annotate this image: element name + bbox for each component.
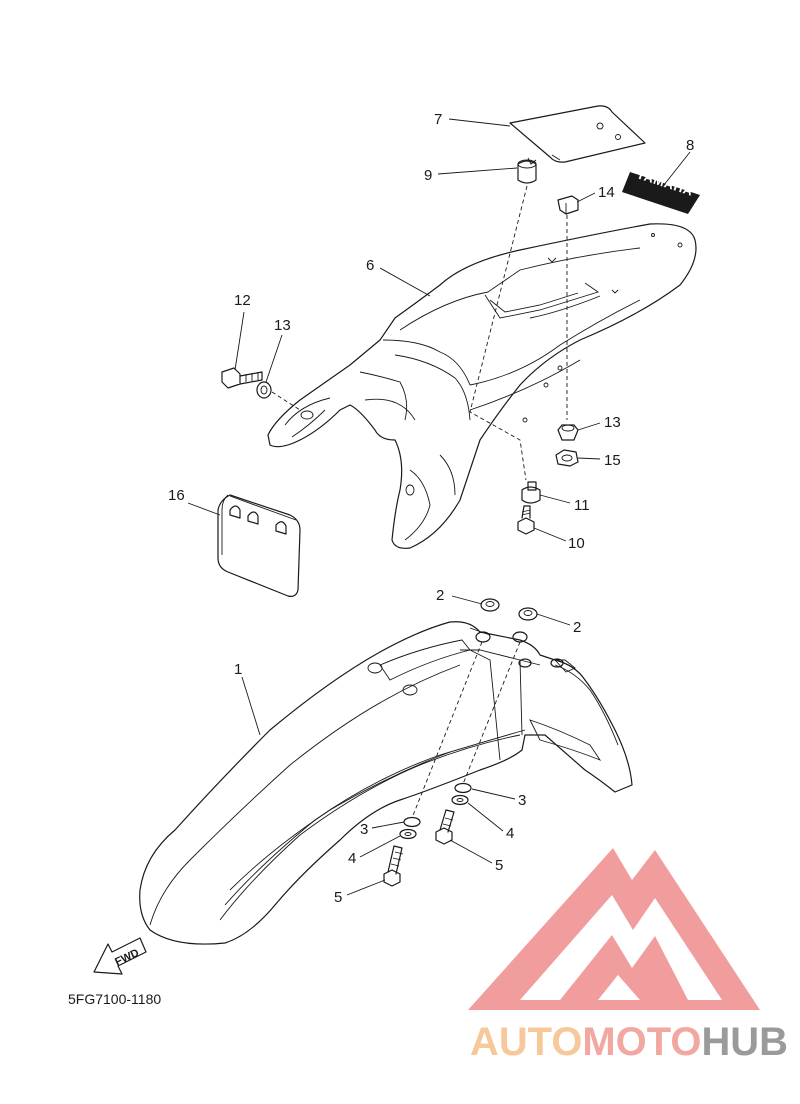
callout-7: 7	[434, 111, 442, 128]
part-7-cover-plate	[509, 105, 646, 165]
part-15-nut	[555, 449, 579, 467]
fender-mount-holes	[475, 631, 564, 668]
part-13-collar-right	[557, 424, 579, 441]
callout-12: 12	[234, 292, 251, 309]
callout-5-right: 5	[495, 857, 503, 874]
callout-labels: 7 9 8 14 6 12 13 13 15 11 10 16 1 2 2 3 …	[168, 111, 694, 906]
watermark-moto: MOTO	[582, 1020, 701, 1064]
watermark-auto: AUTO	[470, 1020, 582, 1064]
callout-11: 11	[574, 497, 590, 514]
part-10-bolt	[517, 505, 535, 535]
callout-4-left: 4	[348, 850, 356, 867]
callout-15: 15	[604, 452, 621, 469]
callout-6: 6	[366, 257, 374, 274]
part-1-front-fender	[139, 621, 633, 945]
part-4-washer-left	[399, 828, 417, 840]
part-11-collar	[521, 481, 541, 504]
fwd-arrow-icon: FWD	[93, 937, 147, 975]
part-2-collar-left	[480, 598, 500, 612]
callout-9: 9	[424, 167, 432, 184]
watermark-text: AUTOMOTOHUB	[470, 1020, 788, 1064]
part-5-bolt-right	[435, 809, 455, 845]
callout-3-right: 3	[518, 792, 526, 809]
callout-1: 1	[234, 661, 242, 678]
assembly-lines-upper	[271, 185, 568, 481]
part-5-bolt-left	[383, 845, 404, 887]
callout-14: 14	[598, 184, 615, 201]
part-3-washer-left	[403, 816, 421, 828]
drawing-code: 5FG7100-1180	[68, 991, 161, 1007]
callout-10: 10	[568, 535, 585, 552]
part-13-collar-left	[256, 381, 272, 399]
part-6-rear-fender	[267, 223, 697, 549]
watermark-hub: HUB	[701, 1020, 788, 1064]
fwd-label: FWD	[113, 947, 141, 968]
watermark-logo	[468, 848, 760, 1010]
part-4-washer-right	[451, 794, 469, 806]
part-14-nut	[557, 195, 579, 215]
part-2-collar-right	[518, 607, 538, 621]
callout-5-left: 5	[334, 889, 342, 906]
callout-2-left: 2	[436, 587, 444, 604]
assembly-lines-lower	[411, 641, 521, 819]
callout-16: 16	[168, 487, 185, 504]
callout-13-left: 13	[274, 317, 291, 334]
leader-lines	[187, 118, 691, 896]
callout-2-right: 2	[573, 619, 581, 636]
callout-3-left: 3	[360, 821, 368, 838]
part-9-grommet	[517, 159, 537, 184]
part-3-washer-right	[454, 782, 472, 794]
callout-8: 8	[686, 137, 694, 154]
part-16-plate	[217, 494, 301, 597]
callout-4-right: 4	[506, 825, 514, 842]
yamaha-emblem: YAMAHA	[622, 166, 700, 214]
part-12-bolt	[221, 367, 263, 389]
callout-13-right: 13	[604, 414, 621, 431]
svg-text:AUTOMOTOHUB: AUTOMOTOHUB	[470, 1020, 788, 1064]
